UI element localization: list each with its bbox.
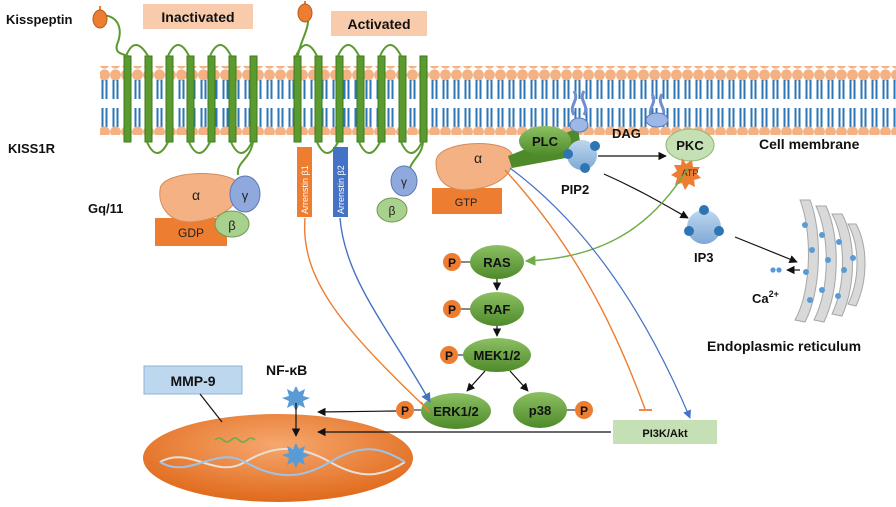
kisspeptin-bound-icon bbox=[297, 1, 313, 23]
svg-text:RAS: RAS bbox=[483, 255, 511, 270]
svg-text:P: P bbox=[448, 303, 456, 317]
receptor-loops-activated bbox=[295, 44, 423, 154]
atp-label: ATP bbox=[682, 168, 699, 178]
nfkb-star-icon bbox=[282, 386, 310, 411]
inactivated-box bbox=[143, 4, 253, 29]
ggamma-label: γ bbox=[242, 188, 249, 203]
kisspeptin-label: Kisspeptin bbox=[6, 12, 73, 27]
pkc-enzyme: PKC ATP bbox=[665, 128, 715, 190]
receptor-helices-inactivated bbox=[123, 55, 258, 143]
mmp9-label: MMP-9 bbox=[170, 373, 215, 389]
gbeta-label: β bbox=[228, 218, 235, 233]
arrestin-b1-bar bbox=[297, 147, 312, 217]
receptor-c-terminus-activated bbox=[409, 141, 424, 169]
arrestin-b1-label: Arrenstin β1 bbox=[300, 165, 310, 214]
p38-node: p38 bbox=[513, 392, 567, 428]
svg-text:P: P bbox=[580, 404, 588, 418]
svg-text:MEK1/2: MEK1/2 bbox=[474, 348, 521, 363]
kiss1r-label: KISS1R bbox=[8, 141, 56, 156]
gq11-complex-inactive: GDP α γ β bbox=[155, 173, 261, 246]
raf-node: RAF bbox=[470, 292, 524, 326]
pi3k-akt-label: PI3K/Akt bbox=[642, 428, 688, 440]
arrestin-b2-bar bbox=[333, 147, 348, 217]
galpha-label: α bbox=[192, 187, 200, 203]
phosphate-icon: P bbox=[396, 401, 421, 419]
ip3-label: IP3 bbox=[694, 250, 714, 265]
pip2-molecule bbox=[563, 90, 600, 173]
dag-label: DAG bbox=[612, 126, 641, 141]
phosphate-icon: P bbox=[567, 401, 593, 419]
phosphate-icon: P bbox=[443, 300, 470, 318]
inactivated-label: Inactivated bbox=[161, 9, 234, 25]
nfkb-star-icon bbox=[282, 443, 310, 468]
svg-text:RAF: RAF bbox=[484, 302, 511, 317]
ras-node: RAS bbox=[470, 245, 524, 279]
calcium-label: Ca2+ bbox=[752, 289, 779, 306]
activated-label: Activated bbox=[347, 16, 410, 32]
svg-text:ERK1/2: ERK1/2 bbox=[433, 404, 479, 419]
nucleus-with-dna bbox=[143, 414, 413, 502]
ip3-molecule bbox=[684, 205, 724, 244]
svg-text:γ: γ bbox=[401, 175, 407, 189]
gdp-label: GDP bbox=[178, 226, 204, 240]
dag-molecule bbox=[645, 93, 669, 128]
svg-text:p38: p38 bbox=[529, 403, 551, 418]
mmp9-box bbox=[143, 365, 243, 395]
erk-node: ERK1/2 bbox=[421, 393, 491, 429]
plc-label: PLC bbox=[532, 134, 559, 149]
pi3k-akt-box bbox=[613, 420, 717, 444]
phosphate-icon: P bbox=[443, 253, 470, 271]
galpha-gtp-complex: GTP α bbox=[432, 143, 514, 214]
cell-membrane-label: Cell membrane bbox=[759, 136, 860, 152]
svg-text:P: P bbox=[448, 256, 456, 270]
svg-text:β: β bbox=[389, 204, 396, 218]
nfkb-label: NF-κB bbox=[266, 362, 307, 378]
pip2-label: PIP2 bbox=[561, 182, 589, 197]
gq11-label: Gq/11 bbox=[88, 201, 123, 216]
kisspeptin-icon bbox=[92, 6, 108, 29]
plc-enzyme: PLC bbox=[508, 126, 582, 168]
pathway-arrows bbox=[199, 151, 798, 437]
er-label: Endoplasmic reticulum bbox=[707, 338, 861, 354]
svg-text:P: P bbox=[401, 404, 409, 418]
cell-membrane-bilayer bbox=[100, 66, 896, 135]
gbeta-gamma-free: γ β bbox=[376, 165, 418, 223]
arrestin-b2-label: Arrenstin β2 bbox=[336, 165, 346, 214]
receptor-n-terminus-inactivated bbox=[99, 14, 129, 57]
svg-text:GTP: GTP bbox=[455, 197, 478, 209]
receptor-loops-inactivated bbox=[125, 44, 253, 154]
svg-text:α: α bbox=[474, 150, 482, 166]
phosphate-icon: P bbox=[440, 346, 463, 364]
endoplasmic-reticulum-icon bbox=[770, 199, 866, 323]
receptor-helices-activated bbox=[293, 55, 428, 143]
activated-box bbox=[331, 11, 427, 36]
pkc-label: PKC bbox=[676, 138, 704, 153]
mek-node: MEK1/2 bbox=[463, 338, 531, 372]
receptor-c-terminus-inactivated bbox=[236, 141, 254, 176]
svg-text:P: P bbox=[445, 349, 453, 363]
